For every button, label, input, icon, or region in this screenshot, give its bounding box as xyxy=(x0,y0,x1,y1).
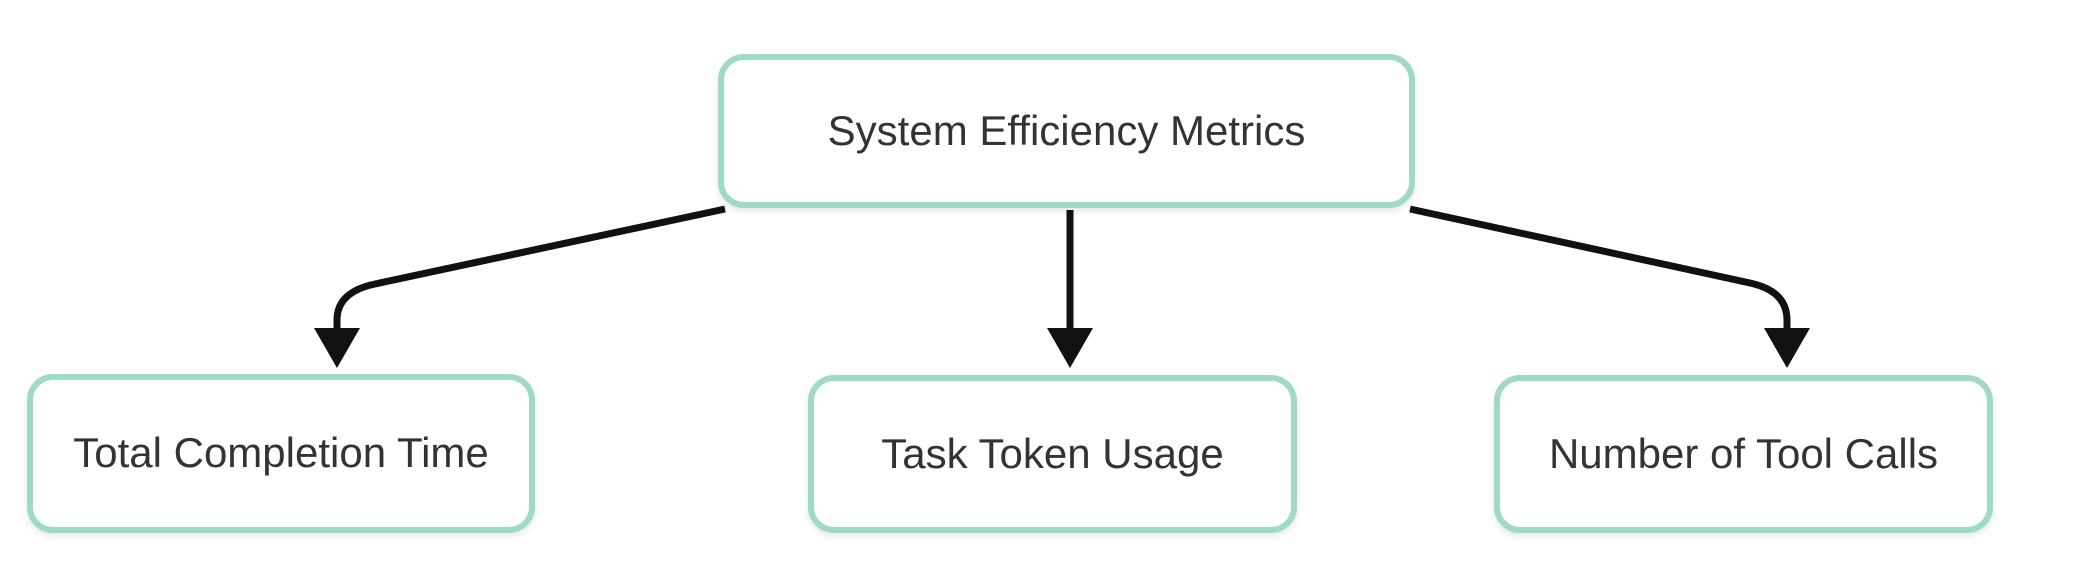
node-task-token-usage: Task Token Usage xyxy=(808,375,1297,533)
node-label: System Efficiency Metrics xyxy=(827,106,1306,154)
node-system-efficiency-metrics: System Efficiency Metrics xyxy=(718,54,1415,208)
arrowhead-down-icon xyxy=(1047,328,1093,368)
arrowhead-down-icon xyxy=(314,328,360,368)
edge-root-to-child-1 xyxy=(1047,210,1093,368)
node-label: Total Completion Time xyxy=(73,429,489,477)
node-label: Task Token Usage xyxy=(881,429,1224,477)
edge-root-to-child-0 xyxy=(314,205,726,368)
edge-root-to-child-2 xyxy=(1409,205,1810,368)
node-number-of-tool-calls: Number of Tool Calls xyxy=(1494,375,1993,533)
arrowhead-down-icon xyxy=(1764,328,1810,368)
node-label: Number of Tool Calls xyxy=(1548,429,1939,477)
node-total-completion-time: Total Completion Time xyxy=(27,374,535,533)
